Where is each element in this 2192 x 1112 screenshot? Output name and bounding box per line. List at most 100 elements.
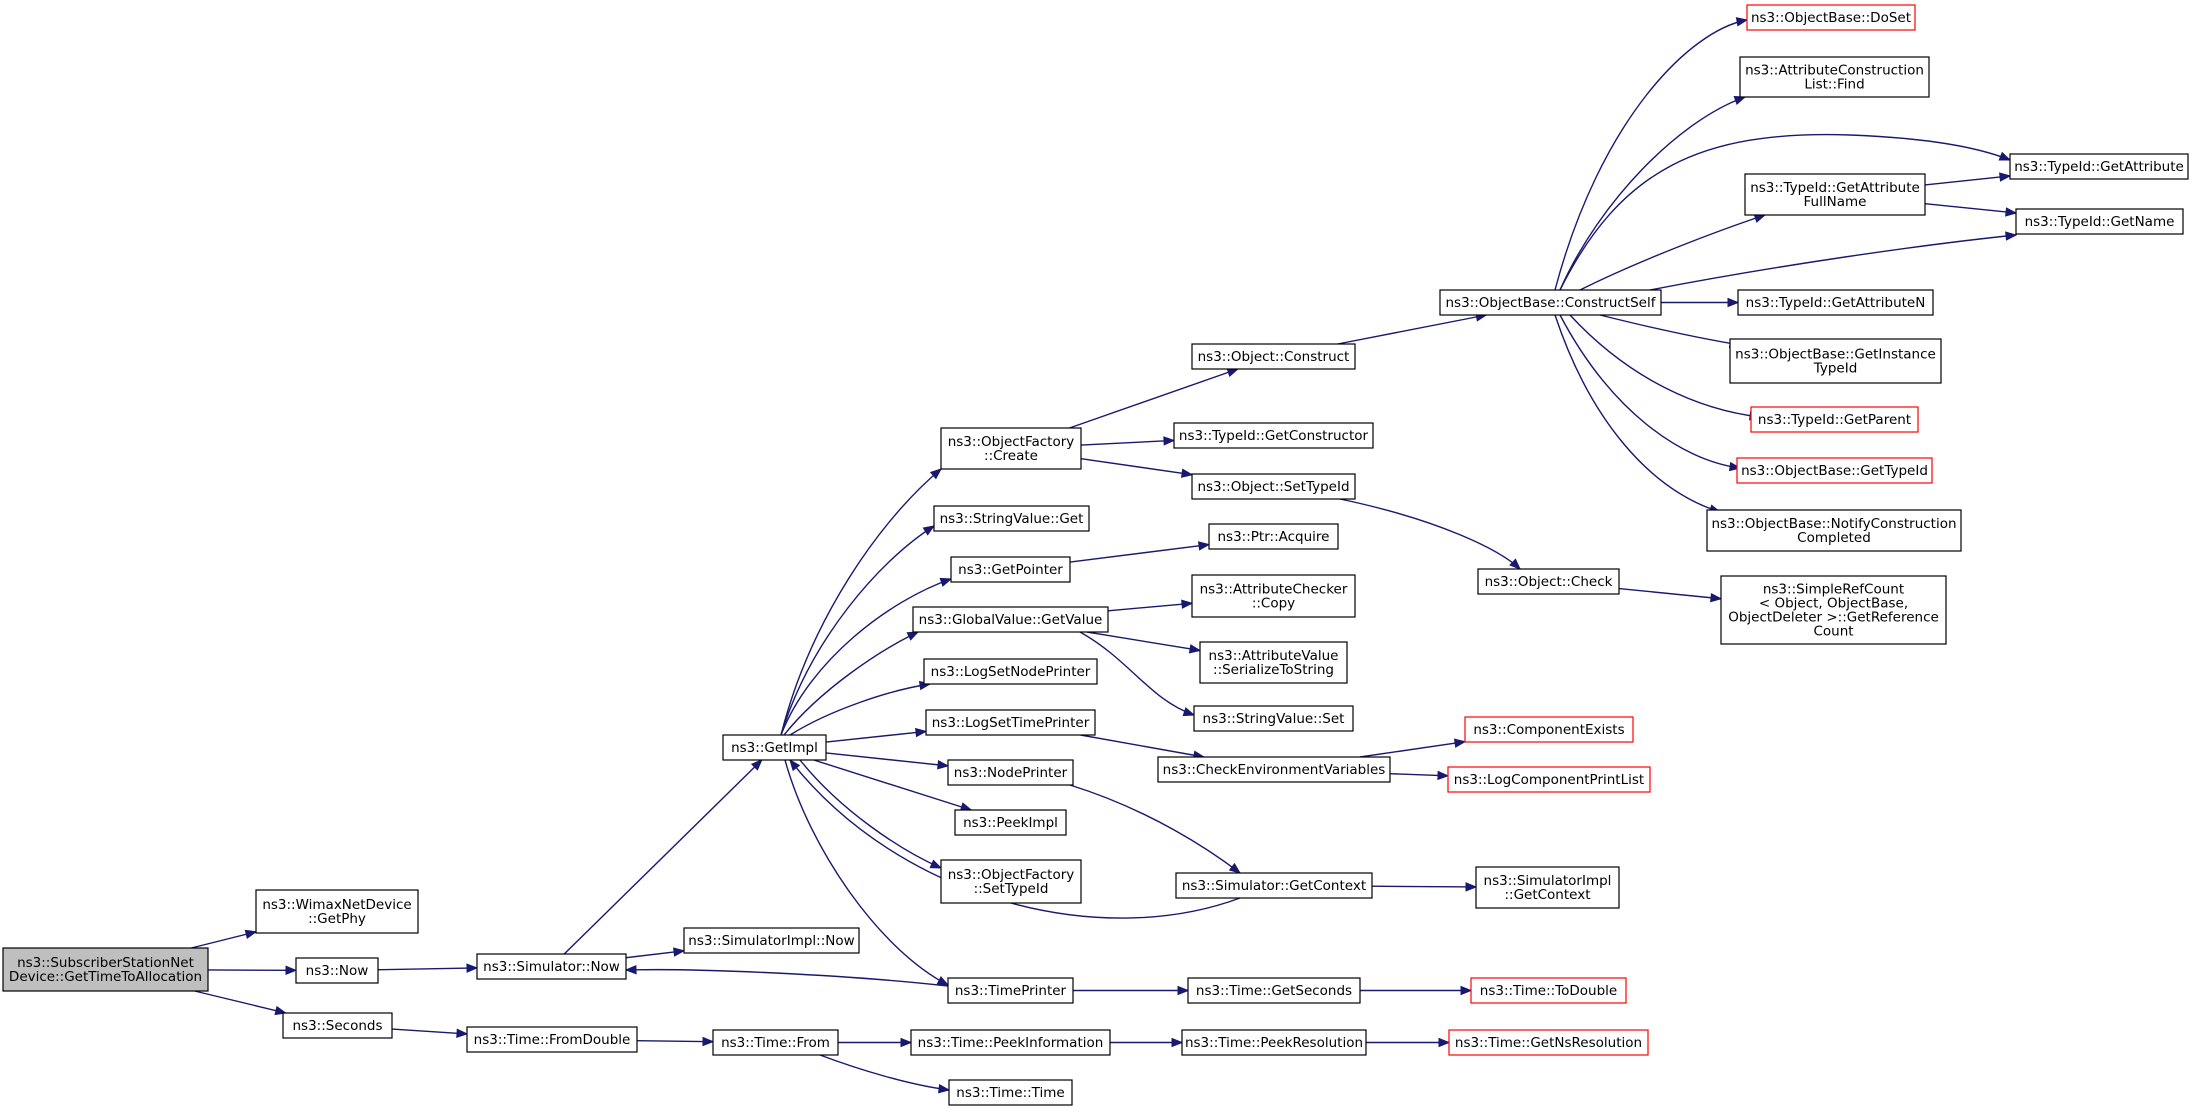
node-box-globalvalue_getvalue — [912, 606, 1109, 633]
edge-globalvalue_getvalue-to-attrvalue_serialize — [1086, 631, 1201, 652]
node-logsetnodeprinter[interactable]: ns3::LogSetNodePrinter — [923, 658, 1098, 685]
node-objbase_notifyconstruction[interactable]: ns3::ObjectBase::NotifyConstructionCompl… — [1706, 509, 1962, 552]
node-time_time[interactable]: ns3::Time::Time — [948, 1079, 1073, 1106]
node-attrvalue_serialize[interactable]: ns3::AttributeValue::SerializeToString — [1199, 641, 1348, 684]
node-typeid_getattribute[interactable]: ns3::TypeId::GetAttribute — [2009, 153, 2189, 180]
node-typeid_getname[interactable]: ns3::TypeId::GetName — [2015, 208, 2184, 235]
node-time_todouble[interactable]: ns3::Time::ToDouble — [1470, 977, 1627, 1004]
node-stringvalue_set[interactable]: ns3::StringValue::Set — [1193, 705, 1354, 732]
node-label-objbase_notifyconstruction: Completed — [1797, 530, 1871, 546]
edge-timeprinter-to-time_getseconds-arrowhead — [1177, 985, 1190, 996]
node-componentexists[interactable]: ns3::ComponentExists — [1464, 716, 1634, 743]
node-box-simimpl_getcontext — [1475, 866, 1620, 909]
edge-checkenvvars-to-componentexists-arrowhead — [1453, 738, 1467, 748]
edge-objbase_constructself-to-typeid_getattributen-arrowhead — [1727, 297, 1740, 308]
node-time_peekresolution[interactable]: ns3::Time::PeekResolution — [1181, 1029, 1367, 1056]
node-time_getnsresolution[interactable]: ns3::Time::GetNsResolution — [1448, 1029, 1649, 1056]
node-time_getseconds[interactable]: ns3::Time::GetSeconds — [1187, 977, 1361, 1004]
edge-time_peekinformation-to-time_peekresolution-arrowhead — [1171, 1037, 1184, 1048]
edge-objbase_constructself-to-objbase_gettypeid — [1559, 314, 1741, 469]
edge-time_fromdouble-to-time_from-arrowhead — [702, 1036, 715, 1047]
node-box-logsettimeprinter — [925, 709, 1096, 736]
node-globalvalue_getvalue[interactable]: ns3::GlobalValue::GetValue — [912, 606, 1109, 633]
node-now[interactable]: ns3::Now — [295, 957, 379, 984]
node-sim_now[interactable]: ns3::Simulator::Now — [476, 953, 627, 980]
node-logcomponentprintlist[interactable]: ns3::LogComponentPrintList — [1447, 766, 1651, 793]
node-simimpl_getcontext[interactable]: ns3::SimulatorImpl::GetContext — [1475, 866, 1620, 909]
node-peekimpl[interactable]: ns3::PeekImpl — [954, 809, 1067, 836]
node-simimpl_now[interactable]: ns3::SimulatorImpl::Now — [683, 927, 860, 954]
edge-timeprinter-to-sim_now-arrowhead — [624, 964, 637, 975]
node-label-simimpl_getcontext: ns3::SimulatorImpl — [1484, 873, 1612, 889]
node-checkenvvars[interactable]: ns3::CheckEnvironmentVariables — [1157, 756, 1391, 783]
node-objfactory_create[interactable]: ns3::ObjectFactory::Create — [940, 427, 1082, 470]
node-attrchecker_copy[interactable]: ns3::AttributeChecker::Copy — [1191, 574, 1356, 618]
edge-getimpl-to-logsettimeprinter-arrowhead — [915, 727, 928, 738]
node-getpointer[interactable]: ns3::GetPointer — [950, 556, 1071, 583]
node-logsettimeprinter[interactable]: ns3::LogSetTimePrinter — [925, 709, 1096, 736]
node-label-time_todouble: ns3::Time::ToDouble — [1480, 983, 1617, 999]
node-simplerefcount_getrefcount[interactable]: ns3::SimpleRefCount< Object, ObjectBase,… — [1720, 575, 1947, 645]
node-label-attrvalue_serialize: ns3::AttributeValue — [1209, 648, 1339, 664]
node-object_check[interactable]: ns3::Object::Check — [1477, 568, 1620, 595]
node-typeid_getconstructor[interactable]: ns3::TypeId::GetConstructor — [1173, 422, 1374, 449]
node-label-now: ns3::Now — [306, 963, 369, 979]
edge-globalvalue_getvalue-to-attrchecker_copy — [1107, 602, 1193, 612]
node-label-sim_now: ns3::Simulator::Now — [483, 959, 620, 975]
node-box-typeid_getattribute — [2009, 153, 2189, 180]
node-box-object_check — [1477, 568, 1620, 595]
node-time_fromdouble[interactable]: ns3::Time::FromDouble — [466, 1026, 638, 1053]
node-box-seconds — [282, 1012, 393, 1039]
node-box-time_todouble — [1470, 977, 1627, 1004]
node-label-checkenvvars: ns3::CheckEnvironmentVariables — [1163, 762, 1386, 778]
node-stringvalue_get[interactable]: ns3::StringValue::Get — [933, 505, 1090, 532]
node-typeid_getattributen[interactable]: ns3::TypeId::GetAttributeN — [1737, 289, 1934, 316]
node-objbase_gettypeid[interactable]: ns3::ObjectBase::GetTypeId — [1736, 457, 1933, 484]
edge-root-to-wimax_getphy-arrowhead — [244, 929, 258, 939]
node-nodeprinter[interactable]: ns3::NodePrinter — [947, 759, 1074, 786]
node-label-peekimpl: ns3::PeekImpl — [963, 815, 1058, 831]
node-sim_getcontext[interactable]: ns3::Simulator::GetContext — [1175, 872, 1373, 899]
edge-getimpl-to-stringvalue_get-arrowhead — [922, 525, 936, 536]
node-box-logcomponentprintlist — [1447, 766, 1651, 793]
node-timeprinter[interactable]: ns3::TimePrinter — [947, 977, 1074, 1004]
node-getimpl[interactable]: ns3::GetImpl — [722, 734, 827, 761]
node-box-typeid_getattrfullname — [1744, 173, 1926, 216]
node-label-root: ns3::SubscriberStationNet — [17, 955, 194, 971]
node-time_from[interactable]: ns3::Time::From — [712, 1029, 839, 1056]
node-time_peekinformation[interactable]: ns3::Time::PeekInformation — [910, 1029, 1111, 1056]
node-label-object_check: ns3::Object::Check — [1485, 574, 1613, 590]
edge-time_peekresolution-to-time_getnsresolution-arrowhead — [1438, 1037, 1451, 1048]
node-box-typeid_getname — [2015, 208, 2184, 235]
node-box-stringvalue_get — [933, 505, 1090, 532]
node-box-ptr_acquire — [1208, 523, 1339, 550]
node-seconds[interactable]: ns3::Seconds — [282, 1012, 393, 1039]
edges-layer — [191, 17, 2018, 1094]
node-label-ptr_acquire: ns3::Ptr::Acquire — [1218, 529, 1330, 545]
edge-getimpl-to-globalvalue_getvalue — [783, 631, 919, 736]
node-objbase_doset[interactable]: ns3::ObjectBase::DoSet — [1746, 4, 1916, 31]
node-typeid_getparent[interactable]: ns3::TypeId::GetParent — [1750, 406, 1919, 433]
edge-now-to-sim_now-arrowhead — [466, 963, 479, 973]
node-objbase_constructself[interactable]: ns3::ObjectBase::ConstructSelf — [1439, 289, 1662, 316]
edge-objbase_constructself-to-typeid_getparent — [1569, 314, 1761, 418]
edge-globalvalue_getvalue-to-attrvalue_serialize-arrowhead — [1188, 644, 1202, 654]
node-box-attrvalue_serialize — [1199, 641, 1348, 684]
edge-objfactory_create-to-object_settypeid-arrowhead — [1180, 468, 1194, 478]
edge-getimpl-to-globalvalue_getvalue-arrowhead — [906, 631, 920, 641]
node-objfactory_settypeid[interactable]: ns3::ObjectFactory::SetTypeId — [940, 859, 1082, 904]
edge-object_check-to-simplerefcount_getrefcount — [1618, 587, 1722, 600]
node-label-time_peekinformation: ns3::Time::PeekInformation — [918, 1035, 1104, 1051]
node-ptr_acquire[interactable]: ns3::Ptr::Acquire — [1208, 523, 1339, 550]
node-object_settypeid[interactable]: ns3::Object::SetTypeId — [1191, 473, 1356, 500]
edge-objbase_constructself-to-objbase_gettypeid-arrowhead — [1728, 461, 1742, 472]
node-object_construct[interactable]: ns3::Object::Construct — [1191, 343, 1356, 370]
node-wimax_getphy[interactable]: ns3::WimaxNetDevice::GetPhy — [255, 889, 419, 934]
node-box-sim_now — [476, 953, 627, 980]
node-label-stringvalue_get: ns3::StringValue::Get — [940, 511, 1084, 527]
node-label-objbase_constructself: ns3::ObjectBase::ConstructSelf — [1446, 295, 1657, 311]
